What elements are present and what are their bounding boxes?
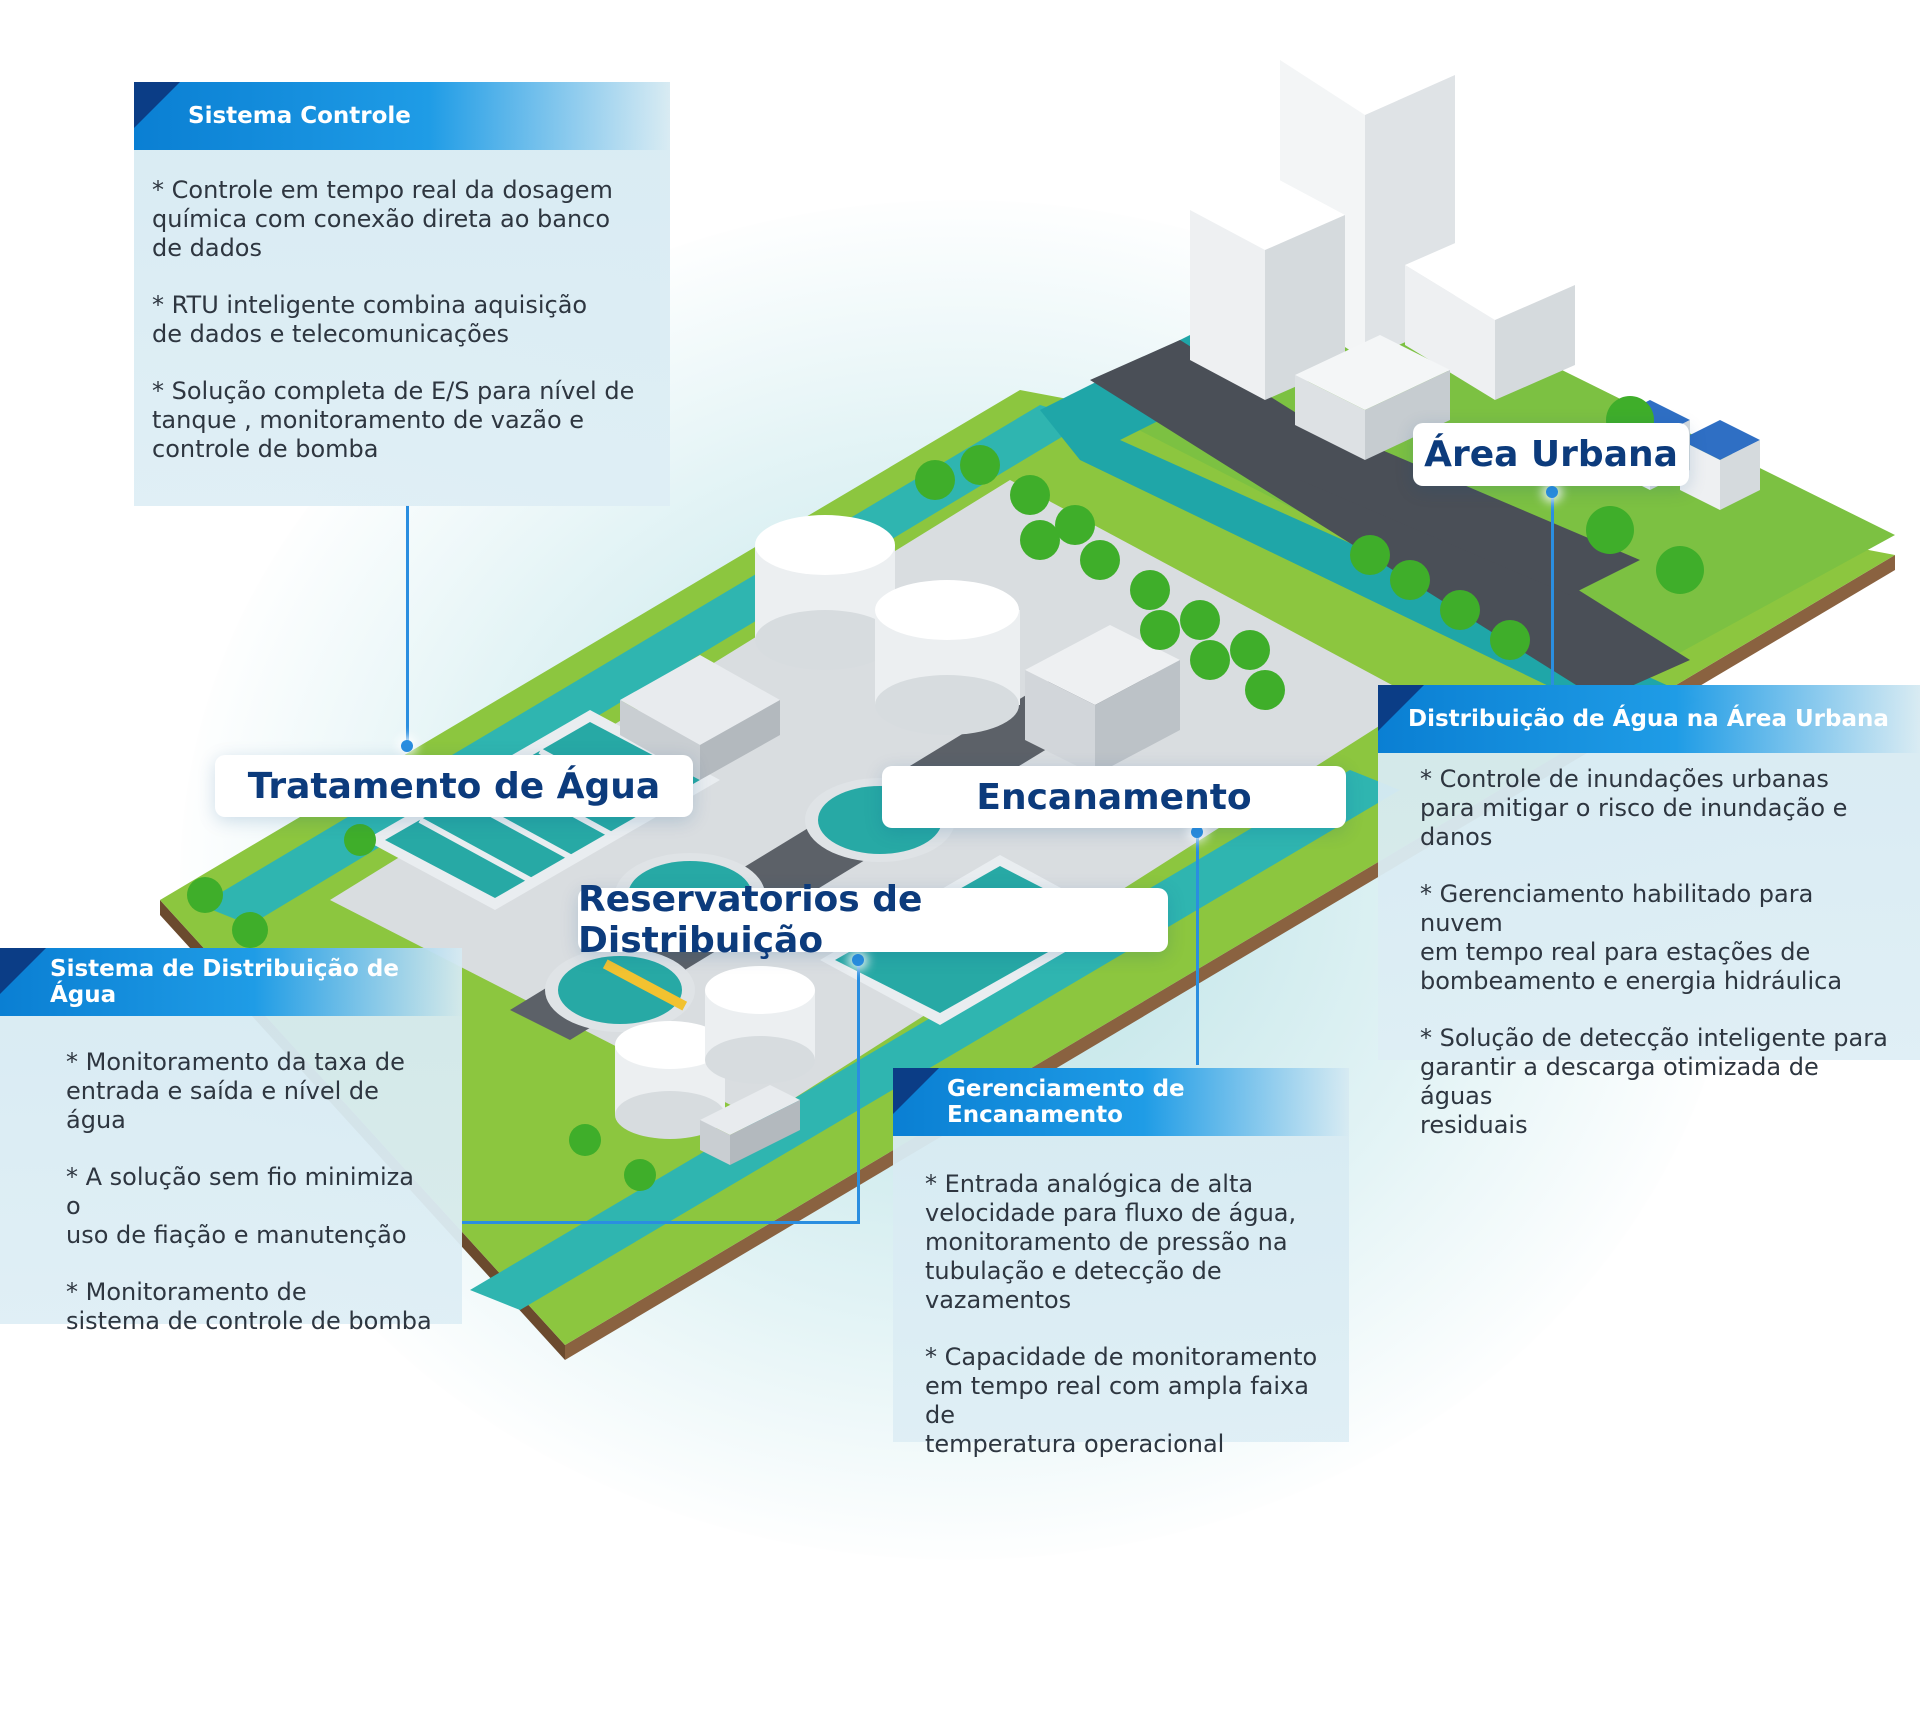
header-corner-accent — [134, 82, 180, 128]
panel-item: * Monitoramento da taxa de entrada e saí… — [66, 1048, 405, 1134]
header-corner-accent — [0, 948, 46, 994]
city-road-2 — [1300, 445, 1640, 595]
connector-reservatorios-v — [857, 958, 860, 1223]
panel-header: Sistema de Distribuição de Água — [0, 948, 462, 1016]
panel-item: * Controle em tempo real da dosagem quím… — [152, 176, 613, 262]
connector-area-urbana — [1551, 490, 1554, 685]
panel-title: Gerenciamento de Encanamento — [947, 1076, 1185, 1128]
connector-dot-tratamento — [401, 740, 413, 752]
panel-item: * Solução completa de E/S para nível de … — [152, 377, 635, 463]
panel-title: Sistema Controle — [188, 103, 411, 129]
connector-reservatorios-h — [462, 1221, 860, 1224]
panel-header: Sistema Controle — [134, 82, 670, 150]
panel-body: * Entrada analógica de alta velocidade p… — [893, 1136, 1349, 1507]
panel-distribuicao-urbana: Distribuição de Água na Área Urbana * Co… — [1378, 685, 1920, 1139]
storage-tanks — [615, 515, 1020, 1139]
panel-sistema-controle: Sistema Controle * Controle em tempo rea… — [134, 82, 670, 506]
label-tratamento-de-agua: Tratamento de Água — [215, 755, 693, 817]
panel-title: Distribuição de Água na Área Urbana — [1408, 706, 1889, 732]
label-area-urbana: Área Urbana — [1413, 423, 1689, 486]
panel-gerenciamento-encanamento: Gerenciamento de Encanamento * Entrada a… — [893, 1068, 1349, 1458]
panel-header: Distribuição de Água na Área Urbana — [1378, 685, 1920, 753]
connector-sistema-controle — [406, 505, 409, 745]
connector-dot-encanamento — [1191, 826, 1203, 838]
panel-title: Sistema de Distribuição de Água — [50, 956, 399, 1008]
connector-dot-reservatorios — [852, 954, 864, 966]
connector-encanamento — [1196, 830, 1199, 1065]
city-road-1 — [1090, 340, 1690, 700]
panel-item: * A solução sem fio minimiza o uso de fi… — [66, 1163, 414, 1249]
panel-item: * Capacidade de monitoramento em tempo r… — [925, 1343, 1318, 1458]
connector-dot-area-urbana — [1546, 486, 1558, 498]
label-reservatorios-de-distribuicao: Reservatorios de Distribuição — [578, 879, 1168, 961]
panel-item: * Gerenciamento habilitado para nuvem em… — [1420, 880, 1843, 995]
header-corner-accent — [1378, 685, 1424, 731]
panel-item: * Solução de detecção inteligente para g… — [1420, 1024, 1888, 1139]
panel-sistema-distribuicao: Sistema de Distribuição de Água * Monito… — [0, 948, 462, 1335]
header-corner-accent — [893, 1068, 939, 1114]
panel-item: * RTU inteligente combina aquisição de d… — [152, 291, 588, 348]
city-buildings — [1190, 20, 1760, 510]
panel-body: * Controle em tempo real da dosagem quím… — [134, 150, 670, 512]
panel-header: Gerenciamento de Encanamento — [893, 1068, 1349, 1136]
trees — [187, 396, 1704, 1191]
panel-item: * Controle de inundações urbanas para mi… — [1420, 765, 1848, 851]
label-encanamento: Encanamento — [882, 766, 1346, 828]
panel-item: * Monitoramento de sistema de controle d… — [66, 1278, 432, 1335]
panel-item: * Entrada analógica de alta velocidade p… — [925, 1170, 1297, 1314]
panel-body: * Monitoramento da taxa de entrada e saí… — [0, 1016, 462, 1384]
panel-body: * Controle de inundações urbanas para mi… — [1378, 753, 1920, 1188]
